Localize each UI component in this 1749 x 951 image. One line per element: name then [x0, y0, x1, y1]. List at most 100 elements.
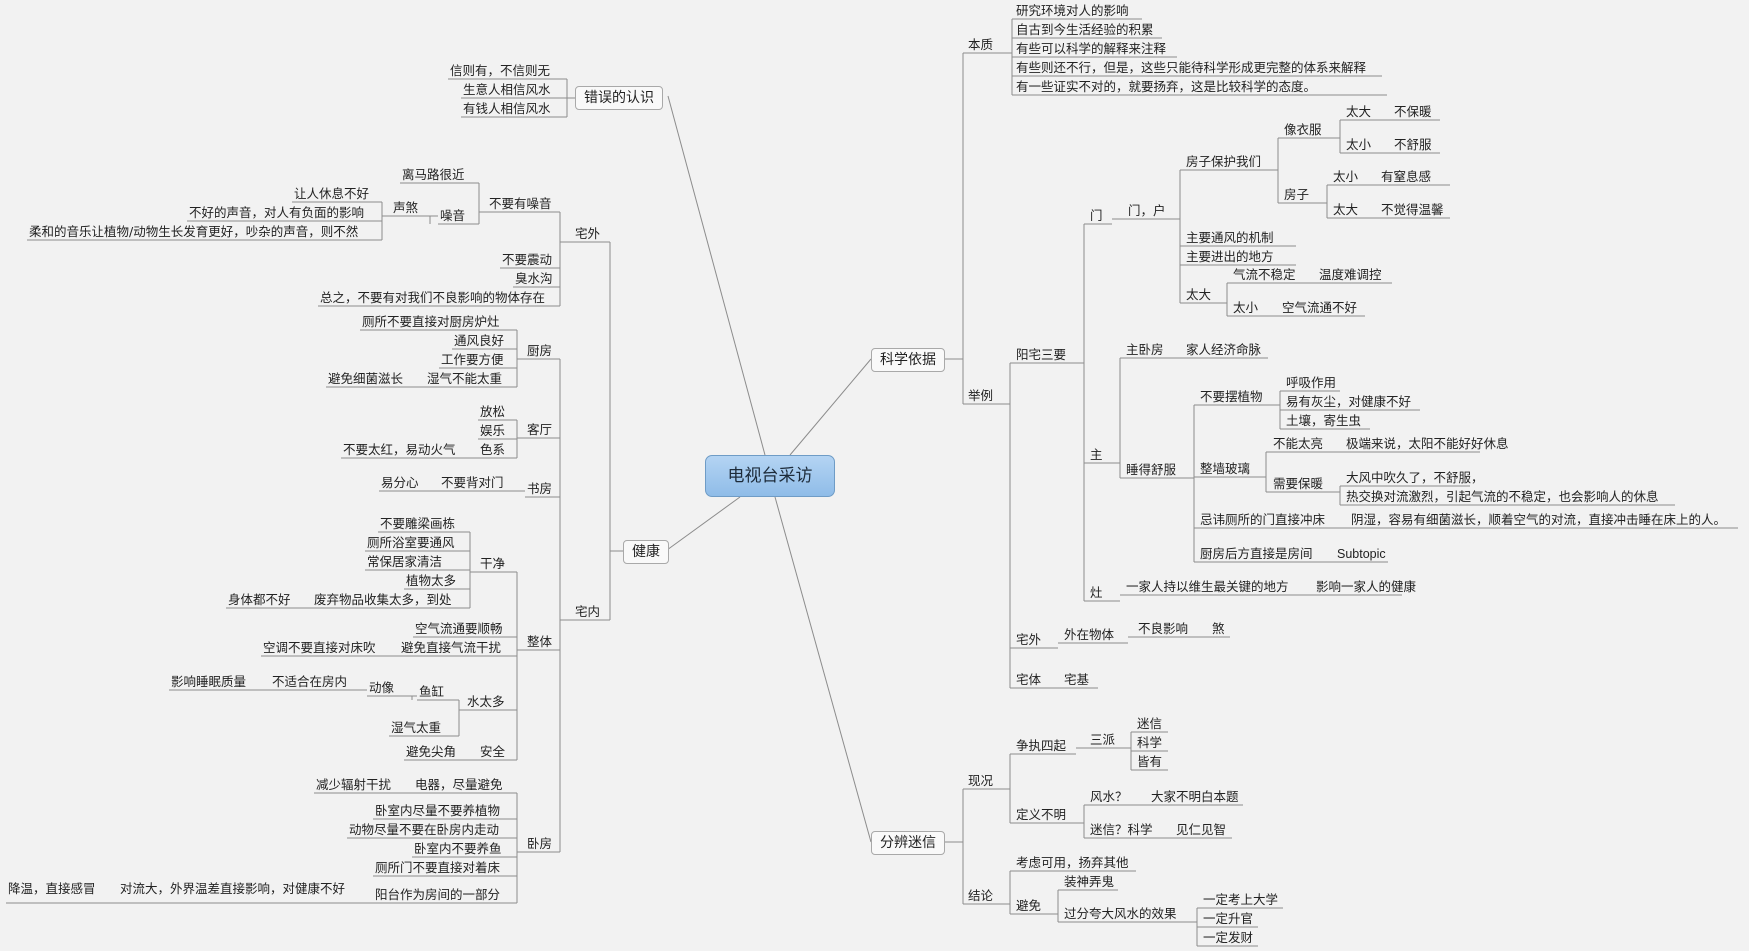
house-suffocating[interactable]: 有窒息感 [1381, 169, 1432, 184]
sha-item[interactable]: 柔和的音乐让植物/动物生长发育更好，吵杂的声音，则不然 [29, 224, 359, 239]
take-useful[interactable]: 考虑可用，扬弃其他 [1016, 855, 1129, 870]
door-node[interactable]: 门 [1090, 208, 1103, 223]
clean-item[interactable]: 植物太多 [406, 573, 457, 588]
sunlight-note[interactable]: 极端来说，太阳不能好好休息 [1346, 436, 1509, 451]
root-topic[interactable]: 电视台采访 [705, 455, 835, 497]
too-much-water[interactable]: 水太多 [467, 694, 505, 709]
essence-item[interactable]: 自古到今生活经验的积累 [1016, 22, 1154, 37]
exaggerate-node[interactable]: 过分夸大风水的效果 [1064, 906, 1177, 921]
reduce-radiation[interactable]: 减少辐射干扰 [316, 777, 392, 792]
far-from-road[interactable]: 离马路很近 [402, 167, 465, 182]
stove-health[interactable]: 影响一家人的健康 [1316, 579, 1417, 594]
stove-node[interactable]: 灶 [1090, 585, 1103, 600]
ventilation-node[interactable]: 主要通风的机制 [1186, 230, 1274, 245]
outside-house-node[interactable]: 宅外 [575, 226, 601, 241]
living-color-note[interactable]: 不要太红，易动火气 [343, 442, 456, 457]
bad-influence[interactable]: 不良影响 [1138, 621, 1189, 636]
dispute-node[interactable]: 争执四起 [1016, 738, 1067, 753]
house-protect-node[interactable]: 房子保护我们 [1186, 154, 1262, 169]
branch-health[interactable]: 健康 [623, 540, 669, 564]
status-node[interactable]: 现况 [968, 773, 994, 788]
essence-node[interactable]: 本质 [968, 37, 994, 52]
clean-waste-note[interactable]: 身体都不好 [228, 592, 291, 607]
clean-waste[interactable]: 废弃物品收集太多，到处 [314, 592, 452, 607]
branch-distinguish-superstition[interactable]: 分辨迷信 [871, 831, 945, 855]
no-vibration[interactable]: 不要震动 [502, 252, 553, 267]
study-item[interactable]: 不要背对门 [441, 475, 504, 490]
school-superstition[interactable]: 迷信 [1137, 716, 1163, 731]
bedroom-appliances[interactable]: 电器，尽量避免 [415, 777, 503, 792]
inside-house-node[interactable]: 宅内 [575, 604, 601, 619]
balcony-convection[interactable]: 对流大，外界温差直接影响，对健康不好 [120, 881, 346, 896]
master-node[interactable]: 主 [1090, 447, 1103, 462]
house-too-small[interactable]: 太小 [1333, 169, 1359, 184]
example-node[interactable]: 举例 [968, 388, 994, 403]
kitchen-back-node[interactable]: 厨房后方直接是房间 [1200, 546, 1313, 561]
kitchen-item[interactable]: 厕所不要直接对厨房炉灶 [362, 314, 500, 329]
affects-sleep[interactable]: 影响睡眠质量 [171, 674, 247, 689]
dynamic-image[interactable]: 动像 [369, 680, 395, 695]
kitchen-humidity[interactable]: 湿气不能太重 [427, 371, 503, 386]
bedroom-item[interactable]: 卧室内不要养鱼 [414, 841, 502, 856]
promotion[interactable]: 一定升官 [1203, 911, 1254, 926]
conclusion-node[interactable]: 结论 [968, 888, 994, 903]
no-noise-node[interactable]: 不要有噪音 [489, 196, 552, 211]
summary-node[interactable]: 总之，不要有对我们不良影响的物体存在 [320, 290, 546, 305]
branch-misconceptions[interactable]: 错误的认识 [575, 86, 663, 110]
clothes-too-small[interactable]: 太小 [1346, 137, 1372, 152]
misconception-item[interactable]: 生意人相信风水 [463, 82, 551, 97]
essence-item[interactable]: 研究环境对人的影响 [1016, 3, 1129, 18]
clothes-not-warm[interactable]: 不保暖 [1394, 104, 1432, 119]
temp-hard-control[interactable]: 温度难调控 [1319, 267, 1382, 282]
living-item[interactable]: 娱乐 [480, 423, 506, 438]
balcony-part-of-room[interactable]: 阳台作为房间的一部分 [375, 887, 501, 902]
stove-key-place[interactable]: 一家人持以维生最关键的地方 [1126, 579, 1289, 594]
yangzhai-node[interactable]: 阳宅三要 [1016, 347, 1067, 362]
sha[interactable]: 煞 [1212, 621, 1225, 636]
get-rich[interactable]: 一定发财 [1203, 930, 1254, 945]
avoid-node[interactable]: 避免 [1016, 898, 1042, 913]
kitchen-node[interactable]: 厨房 [527, 343, 553, 358]
heat-exchange-note[interactable]: 热交换对流激烈，引起气流的不稳定，也会影响人的休息 [1346, 489, 1659, 504]
house-not-cozy[interactable]: 不觉得温馨 [1381, 202, 1444, 217]
avoid-direct-air[interactable]: 避免直接气流干扰 [401, 640, 502, 655]
smelly-ditch[interactable]: 臭水沟 [515, 271, 553, 286]
no-plants-node[interactable]: 不要摆植物 [1200, 389, 1263, 404]
safety-node[interactable]: 安全 [480, 744, 506, 759]
pretend-gods[interactable]: 装神弄鬼 [1064, 874, 1115, 889]
living-item[interactable]: 放松 [480, 404, 506, 419]
house-foundation[interactable]: 宅基 [1064, 672, 1090, 687]
external-objects[interactable]: 外在物体 [1064, 627, 1115, 642]
sleep-comfort-node[interactable]: 睡得舒服 [1126, 462, 1177, 477]
not-too-bright[interactable]: 不能太亮 [1273, 436, 1324, 451]
like-clothes-node[interactable]: 像衣服 [1284, 122, 1322, 137]
overall-node[interactable]: 整体 [527, 634, 553, 649]
airflow-poor[interactable]: 空气流通不好 [1282, 300, 1358, 315]
essence-item[interactable]: 有些可以科学的解释来注释 [1016, 41, 1167, 56]
avoid-sharp-corners[interactable]: 避免尖角 [406, 744, 457, 759]
study-node[interactable]: 书房 [527, 481, 553, 496]
wind-note[interactable]: 大风中吹久了，不舒服， [1346, 470, 1484, 485]
sha-item[interactable]: 不好的声音，对人有负面的影响 [189, 205, 365, 220]
bedroom-item[interactable]: 厕所门不要直接对着床 [375, 860, 501, 875]
house-body-node[interactable]: 宅体 [1016, 672, 1042, 687]
need-warmth[interactable]: 需要保暖 [1273, 476, 1324, 491]
airflow-smooth[interactable]: 空气流通要顺畅 [415, 621, 503, 636]
not-in-bedroom[interactable]: 不适合在房内 [272, 674, 348, 689]
misconception-item[interactable]: 信则有，不信则无 [450, 63, 551, 78]
bedroom-item[interactable]: 动物尽量不要在卧房内走动 [349, 822, 500, 837]
toilet-door-taboo[interactable]: 忌讳厕所的门直接冲床 [1200, 512, 1326, 527]
clean-item[interactable]: 厕所浴室要通风 [367, 535, 455, 550]
too-small-node[interactable]: 太小 [1233, 300, 1259, 315]
superstition-science[interactable]: 迷信？科学 [1090, 822, 1153, 837]
kitchen-item[interactable]: 通风良好 [454, 333, 505, 348]
kitchen-item[interactable]: 工作要方便 [441, 352, 504, 367]
school-science[interactable]: 科学 [1137, 735, 1163, 750]
balcony-cold[interactable]: 降温，直接感冒 [8, 881, 96, 896]
essence-item[interactable]: 有些则还不行，但是，这些只能待科学形成更完整的体系来解释 [1016, 60, 1367, 75]
family-fortune[interactable]: 家人经济命脉 [1186, 342, 1262, 357]
plants-soil[interactable]: 土壤，寄生虫 [1286, 413, 1362, 428]
unclear-question[interactable]: 大家不明白本题 [1151, 789, 1239, 804]
bedroom-item[interactable]: 卧室内尽量不要养植物 [375, 803, 501, 818]
toilet-door-note[interactable]: 阴湿，容易有细菌滋长，顺着空气的对流，直接冲击睡在床上的人。 [1351, 512, 1727, 527]
